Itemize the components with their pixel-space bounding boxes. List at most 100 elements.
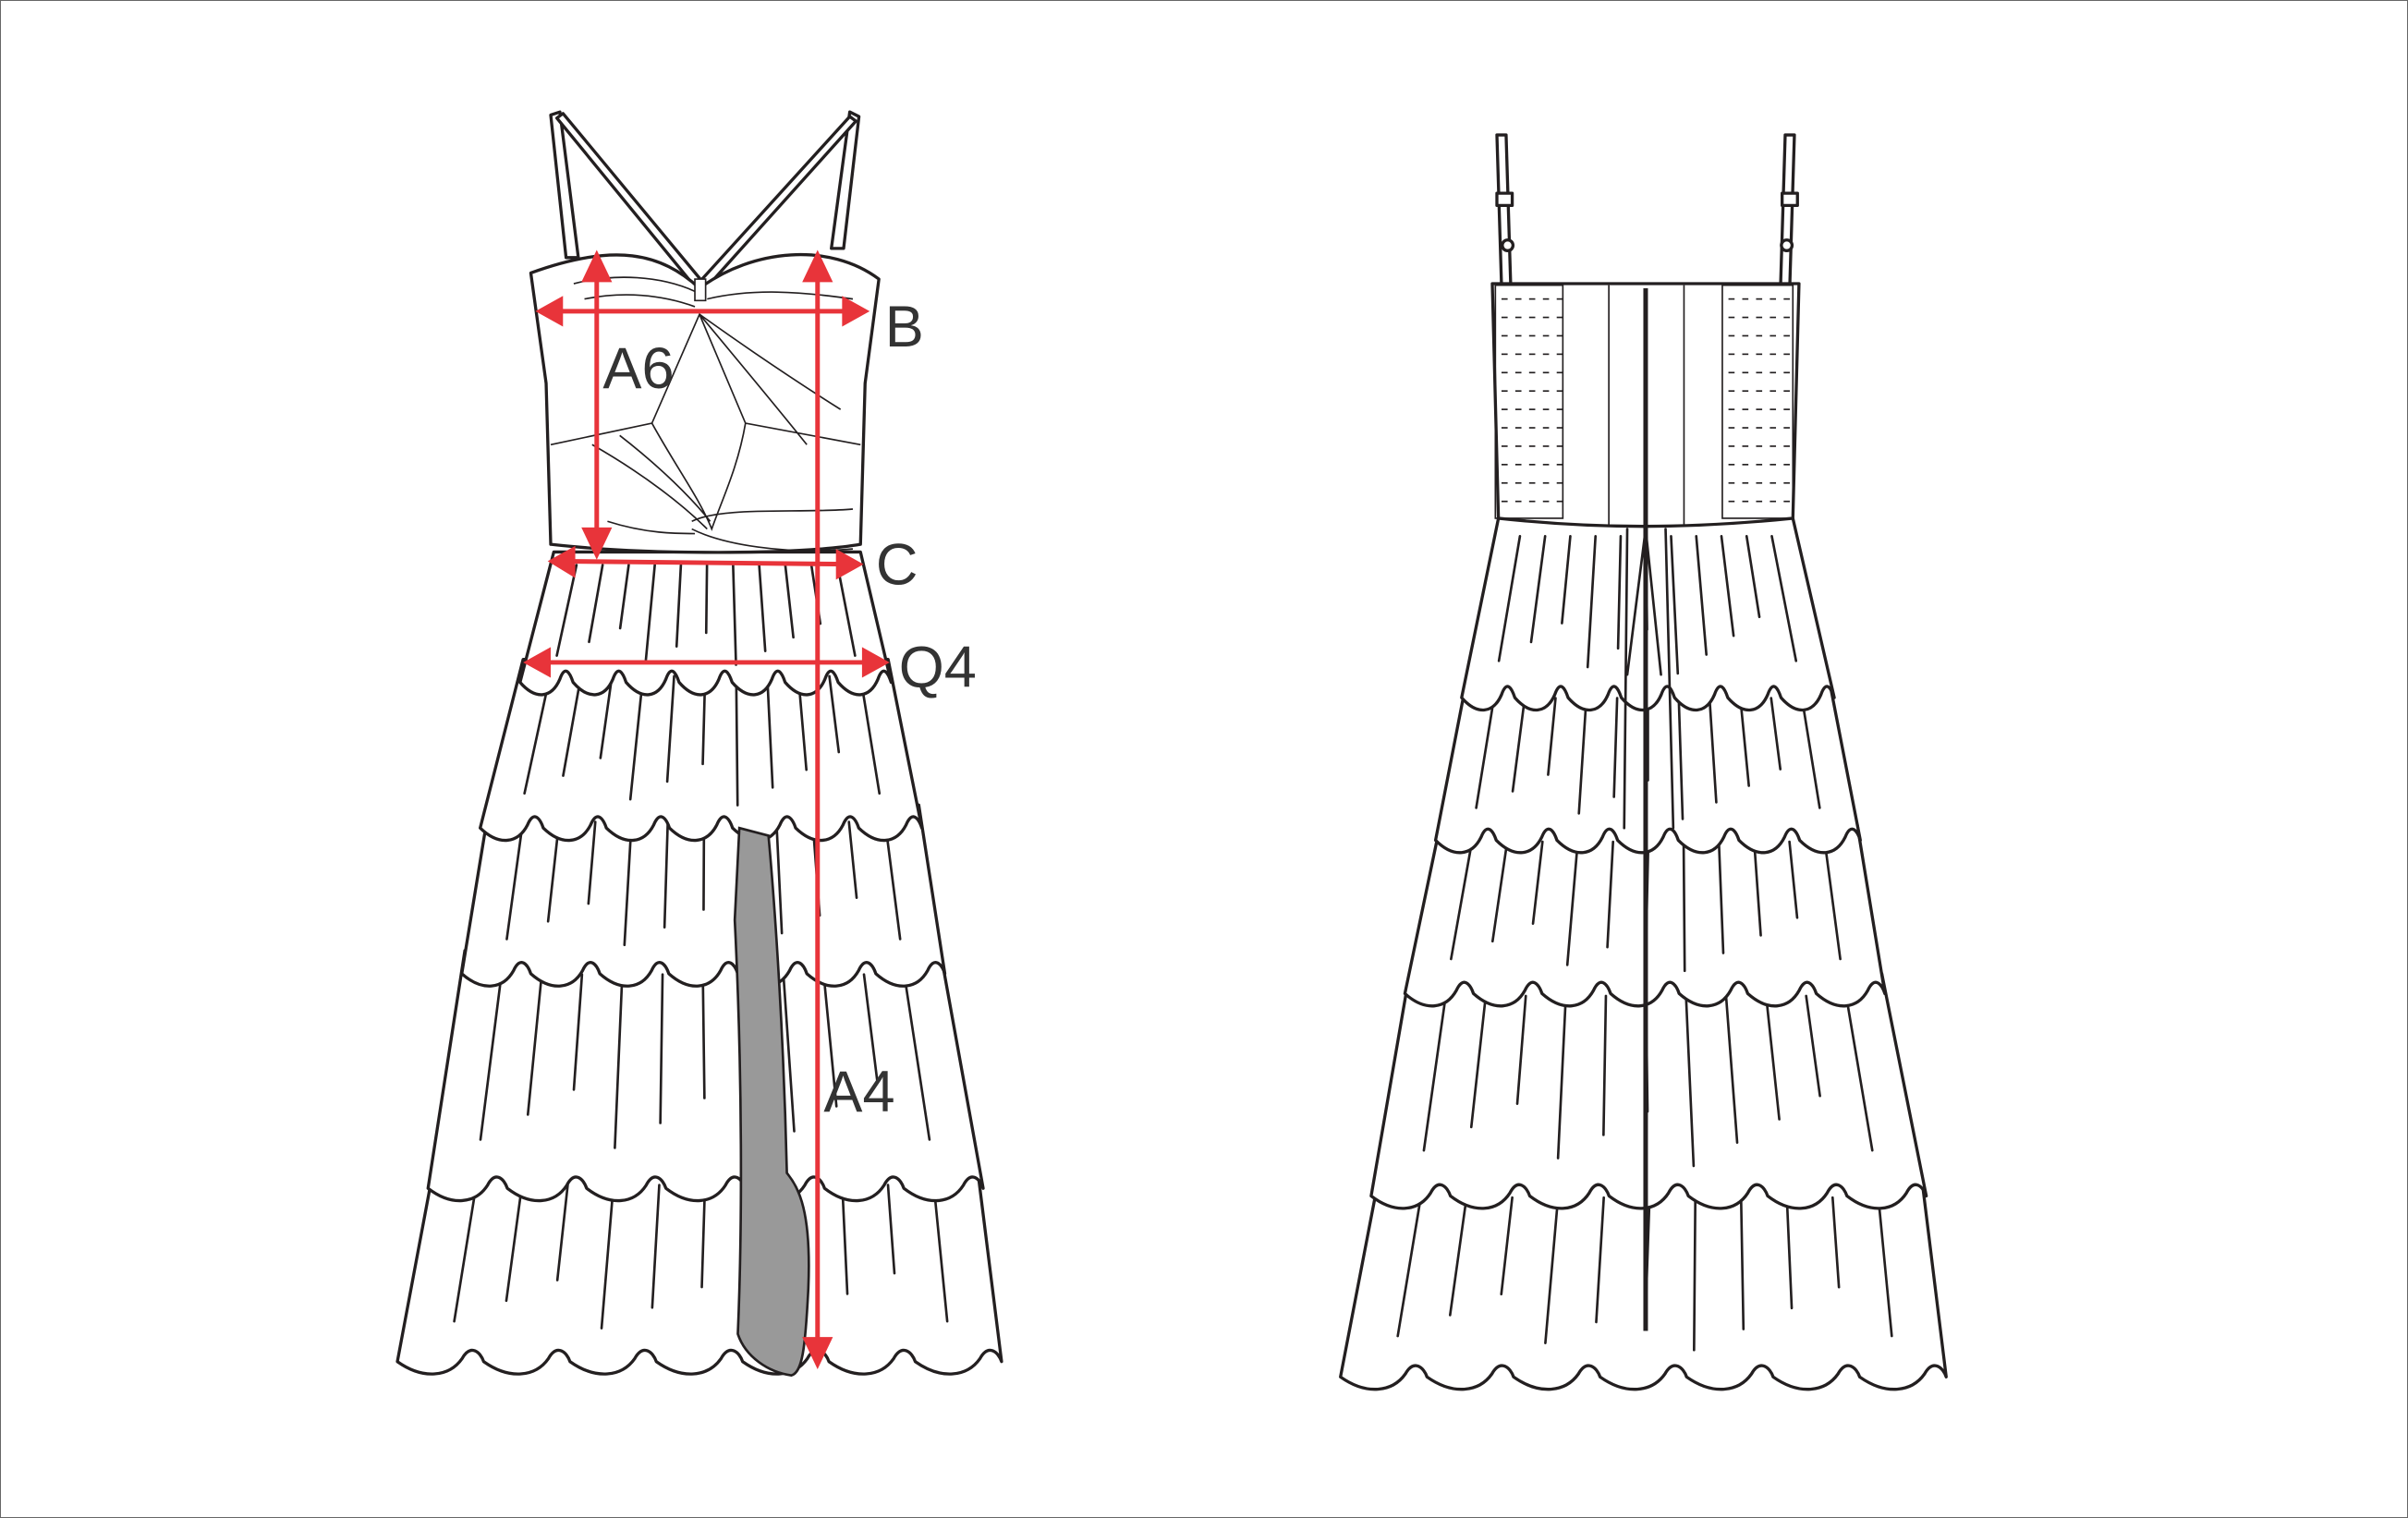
fold-line xyxy=(1877,1196,1893,1338)
fold-line xyxy=(562,674,583,777)
fold-line xyxy=(732,564,737,666)
label-total-length: A4 xyxy=(823,1060,894,1124)
fold-line xyxy=(1693,1196,1697,1352)
fold-line xyxy=(1469,994,1488,1129)
fold-line xyxy=(700,1184,707,1289)
fold-line xyxy=(1529,535,1547,644)
arrowhead-icon xyxy=(547,545,576,578)
fold-line xyxy=(1490,840,1509,943)
fold-line xyxy=(1770,697,1782,771)
fold-line xyxy=(663,820,670,929)
strap-adjuster-icon xyxy=(1781,191,1799,208)
fold-line xyxy=(1720,535,1735,638)
fold-line xyxy=(600,1184,615,1330)
fold-line xyxy=(1556,994,1567,1160)
fold-line xyxy=(453,1184,478,1323)
fold-line xyxy=(1770,535,1798,662)
arrowhead-icon xyxy=(581,527,613,560)
fold-line xyxy=(1823,840,1842,961)
fold-line xyxy=(841,1184,849,1295)
skirt-tier xyxy=(479,657,924,843)
smocked-panels xyxy=(1494,284,1794,519)
fold-line xyxy=(599,674,614,759)
strap-adjuster-icon xyxy=(1495,191,1514,208)
fold-line xyxy=(1577,697,1588,815)
fold-line xyxy=(623,820,633,947)
fold-line xyxy=(1717,840,1725,954)
back-view xyxy=(1339,133,1948,1391)
fold-line xyxy=(1450,840,1474,961)
measure-line-waist xyxy=(553,558,857,567)
fold-line xyxy=(1684,994,1696,1168)
fold-line xyxy=(1595,1196,1605,1324)
fold-line xyxy=(782,973,796,1133)
fold-line xyxy=(1531,840,1544,925)
arrowhead-icon xyxy=(535,296,564,327)
fold-line xyxy=(1764,994,1781,1121)
label-hip: Q4 xyxy=(899,635,977,699)
label-bust: B xyxy=(885,295,924,359)
fold-line xyxy=(1422,994,1447,1152)
fold-line xyxy=(1565,840,1579,966)
fold-line xyxy=(1739,697,1750,787)
arrowhead-icon xyxy=(835,549,864,580)
fold-line xyxy=(505,1184,524,1303)
fold-line xyxy=(1586,535,1598,669)
fold-line xyxy=(479,973,504,1141)
fold-line xyxy=(644,564,656,662)
fold-line xyxy=(903,973,931,1141)
fold-line xyxy=(1511,697,1526,793)
fold-line xyxy=(1800,697,1821,809)
front-view: B A6 C Q4 A4 xyxy=(395,110,1003,1378)
fold-line xyxy=(1708,697,1718,804)
fold-line xyxy=(1497,535,1522,662)
fold-line xyxy=(1612,697,1619,798)
fold-line xyxy=(1500,1196,1514,1296)
fold-line xyxy=(665,674,675,783)
fold-line xyxy=(1724,994,1739,1145)
fold-line xyxy=(1547,697,1557,776)
arrowhead-icon xyxy=(802,249,833,283)
fold-line xyxy=(651,1184,661,1309)
fold-line xyxy=(1745,535,1761,619)
fold-line xyxy=(614,973,624,1149)
fold-line xyxy=(505,820,525,941)
skirt-tier xyxy=(1369,972,1928,1210)
fold-line xyxy=(822,973,838,1108)
fold-line xyxy=(758,564,767,652)
fold-line xyxy=(1830,1196,1841,1289)
fold-line xyxy=(735,674,739,807)
arrowhead-icon xyxy=(842,296,870,327)
measure-arrows xyxy=(523,249,890,1370)
fold-line xyxy=(704,564,709,635)
fold-line xyxy=(1785,1196,1794,1310)
fold-line xyxy=(1396,1196,1422,1338)
fold-line xyxy=(572,973,584,1091)
fold-line xyxy=(784,564,795,639)
fold-line xyxy=(836,564,857,657)
strap-ring-icon xyxy=(1780,238,1794,253)
fold-line xyxy=(675,564,683,649)
fold-line xyxy=(1515,994,1527,1105)
fold-line xyxy=(628,674,645,801)
fold-line xyxy=(1606,840,1615,949)
back-straps xyxy=(1495,133,1799,287)
arrowhead-icon xyxy=(581,249,613,283)
front-straps xyxy=(549,110,861,289)
fold-line xyxy=(701,973,706,1099)
fold-line xyxy=(932,1184,949,1323)
fold-line xyxy=(1739,1196,1745,1330)
fold-line xyxy=(847,820,858,900)
fold-line xyxy=(1475,697,1496,809)
fold-line xyxy=(1602,994,1608,1136)
fold-line xyxy=(659,973,664,1124)
fold-line xyxy=(1695,535,1709,656)
arrowhead-icon xyxy=(802,1337,833,1370)
fold-line xyxy=(774,820,784,935)
fold-line xyxy=(858,674,882,795)
fold-line xyxy=(587,820,597,905)
fold-line xyxy=(618,564,630,630)
fold-line xyxy=(1753,840,1762,937)
fold-line xyxy=(766,674,774,789)
